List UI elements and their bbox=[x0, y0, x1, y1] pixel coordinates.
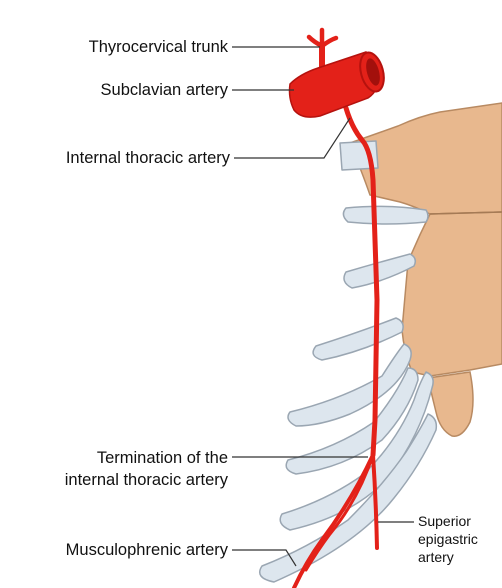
label-musculophrenic-artery: Musculophrenic artery bbox=[66, 540, 228, 560]
label-superior-epigastric-line-2: epigastric bbox=[418, 531, 478, 547]
costal-cartilage-3 bbox=[344, 254, 415, 288]
label-termination-line-2: internal thoracic artery bbox=[65, 470, 228, 490]
label-internal-thoracic-artery: Internal thoracic artery bbox=[66, 148, 230, 168]
label-thyrocervical-trunk: Thyrocervical trunk bbox=[89, 37, 228, 57]
subclavian-artery-segment bbox=[290, 50, 388, 117]
costal-cartilage-4 bbox=[313, 318, 403, 360]
label-superior-epigastric-line-3: artery bbox=[418, 549, 454, 565]
label-subclavian-artery: Subclavian artery bbox=[101, 80, 228, 100]
costal-cartilage-2 bbox=[343, 206, 428, 224]
costal-cartilages bbox=[260, 141, 437, 582]
label-termination-line-1: Termination of the bbox=[97, 448, 228, 468]
label-superior-epigastric-line-1: Superior bbox=[418, 513, 471, 529]
leader-internal-thoracic bbox=[234, 118, 350, 158]
sternum-body bbox=[402, 212, 502, 376]
